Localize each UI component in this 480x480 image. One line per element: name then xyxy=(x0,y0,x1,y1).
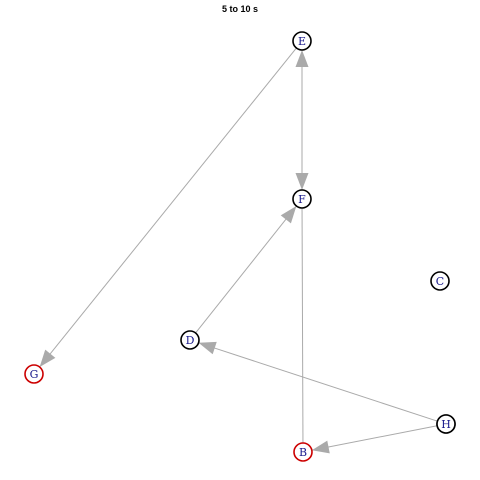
node-label: E xyxy=(298,35,306,48)
node-circle xyxy=(180,330,200,350)
edge-a-b xyxy=(311,425,438,454)
edge-a-d xyxy=(198,341,438,422)
node-f[interactable]: F xyxy=(292,189,312,209)
edge-b-f xyxy=(301,207,304,444)
node-label: D xyxy=(186,334,195,347)
node-g[interactable]: G xyxy=(24,364,44,384)
graph-title: 5 to 10 s xyxy=(222,4,258,14)
node-circle xyxy=(436,414,456,434)
node-c[interactable]: C xyxy=(430,271,450,291)
edges-layer xyxy=(39,47,438,454)
node-circle xyxy=(292,189,312,209)
node-circle xyxy=(293,442,313,462)
node-label: C xyxy=(436,275,444,288)
node-label: H xyxy=(441,418,451,431)
nodes-layer: AHBCDEFG xyxy=(24,31,456,462)
edge-d-f xyxy=(195,205,297,334)
node-label: B xyxy=(299,446,307,459)
node-label: G xyxy=(30,368,39,381)
node-circle xyxy=(430,271,450,291)
node-label: F xyxy=(298,193,306,206)
node-h[interactable]: H xyxy=(436,414,456,434)
node-b[interactable]: B xyxy=(293,442,313,462)
node-e[interactable]: E xyxy=(292,31,312,51)
node-circle xyxy=(24,364,44,384)
edge-e-f xyxy=(295,50,309,190)
edge-e-g xyxy=(39,47,297,368)
node-circle xyxy=(292,31,312,51)
node-d[interactable]: D xyxy=(180,330,200,350)
